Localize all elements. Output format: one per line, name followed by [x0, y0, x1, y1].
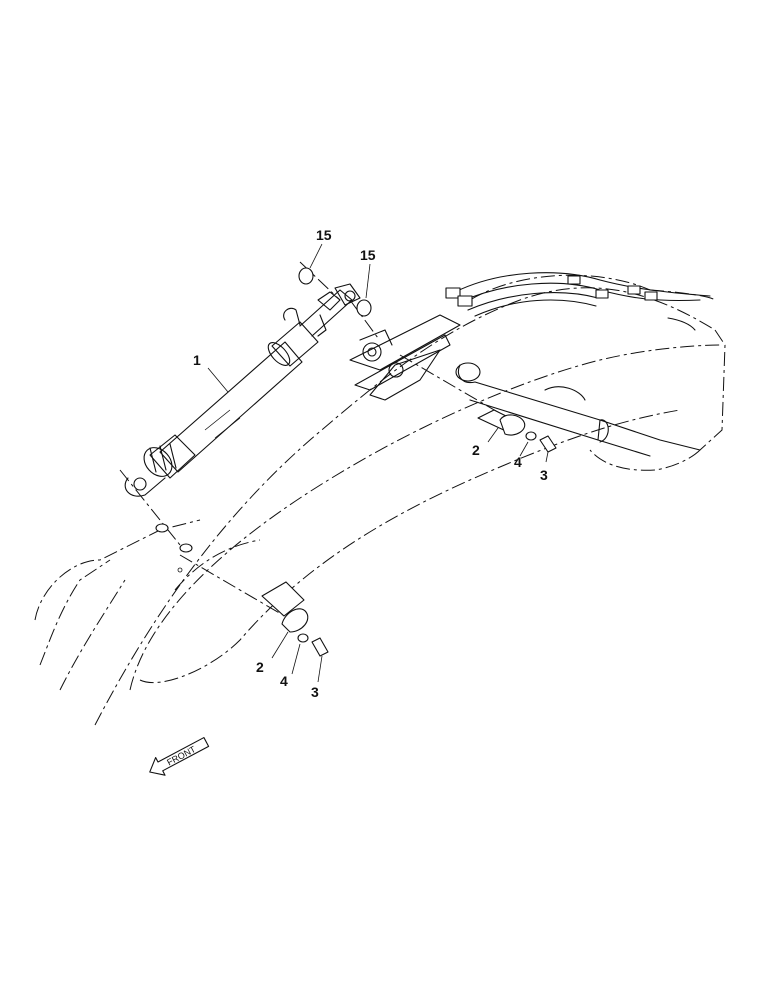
hose-fitting: [445, 287, 461, 299]
washer-lower: [297, 633, 309, 643]
grease-fitting: [283, 307, 301, 326]
pin-lower: [261, 581, 305, 617]
hose-fitting: [457, 295, 473, 307]
lower-pin-assembly: [155, 523, 329, 657]
front-label: FRONT: [165, 744, 198, 768]
callout-labels: 1 2 4 3 2 4 3 15 15: [193, 227, 548, 700]
hose-fitting: [595, 289, 609, 299]
callout-cylinder: 1: [193, 352, 201, 368]
bolt-lower: [311, 637, 329, 657]
bolt-upper: [539, 435, 557, 453]
callout-bolt-upper: 3: [540, 467, 548, 483]
hose-fitting: [644, 291, 658, 301]
boom-bracket: [349, 314, 461, 401]
seal-rings: [298, 267, 372, 317]
ring-left: [298, 267, 314, 285]
leader-lines: [207, 243, 549, 683]
upper-pin-assembly: [477, 409, 557, 453]
ring-right: [356, 299, 372, 317]
callout-pin-lower: 2: [256, 659, 264, 675]
callout-bolt-lower: 3: [311, 684, 319, 700]
washer-upper: [525, 431, 537, 441]
callout-ring-left: 15: [316, 227, 332, 243]
arrow-left-icon: [149, 737, 210, 776]
boom-foot-shaft: [455, 362, 701, 457]
callout-ring-right: 15: [360, 247, 376, 263]
boom-pin-boss: [362, 342, 382, 362]
callout-washer-upper: 4: [514, 454, 522, 470]
boom-outline: [34, 274, 726, 726]
hydraulic-piping: [445, 272, 711, 331]
callout-washer-lower: 4: [280, 673, 288, 689]
hose-fitting: [567, 275, 581, 285]
rod-eye: [133, 477, 147, 491]
callout-pin-upper: 2: [472, 442, 480, 458]
hose-fitting: [627, 285, 641, 295]
front-direction-arrow: FRONT: [149, 737, 210, 776]
hydraulic-cylinder: [124, 283, 361, 497]
